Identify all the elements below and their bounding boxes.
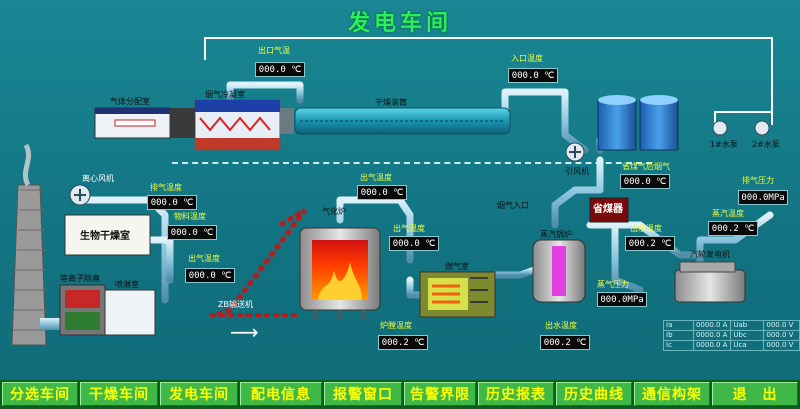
flue-inlet-label: 烟气入口 [497,201,529,210]
turbine-generator-label: 汽轮发电机 [690,250,730,259]
gasifier-side-value: 000.0 ℃ [389,236,439,251]
drying-drum-label: 干燥滚筒 [375,98,407,107]
outlet-water-temp-2-label: 出水温度 [545,321,577,330]
outlet-temp-1-value: 000.0 ℃ [185,268,235,283]
conveyor-label: ZB输送机 [218,300,253,309]
steam-temp-value: 000.2 ℃ [708,221,758,236]
economizer-label: 省煤器 [593,204,623,215]
gas-chamber-label: 燃气室 [445,262,469,271]
pipes [74,81,774,304]
nav-communication[interactable]: 通信构架 [634,382,710,406]
gas-distribution-room-label: 气体分配室 [110,97,150,106]
exhaust-temp-label: 排气温度 [150,183,182,192]
outlet-temp-label: 出口气温 [258,46,290,55]
nav-drying-workshop[interactable]: 干燥车间 [80,382,158,406]
outlet-temp-value: 000.0 ℃ [255,62,305,77]
pump-2-label: 2#水泵 [752,140,780,149]
return-line [204,37,773,125]
nav-sorting-workshop[interactable]: 分选车间 [2,382,78,406]
steam-pressure-label: 蒸气压力 [597,280,629,289]
steam-temp-label: 蒸汽温度 [712,209,744,218]
spray-room-label: 喷淋室 [115,280,139,289]
gasifier-label: 气化炉 [322,207,346,216]
nav-exit[interactable]: 退 出 [712,382,798,406]
boiler-bottom-value: 000.2 ℃ [540,335,590,350]
nav-alarm-limits[interactable]: 告警界限 [404,382,476,406]
economizer-flue-value: 000.0 ℃ [620,174,670,189]
nav-history-curve[interactable]: 历史曲线 [556,382,632,406]
water-tank-1 [597,99,637,151]
bio-drying-room [64,214,151,256]
nav-alarm-window[interactable]: 报警窗口 [324,382,402,406]
inlet-temp-label: 入口温度 [511,54,543,63]
direction-arrow-icon: ⟶ [230,320,259,344]
spray-room [104,289,156,336]
exhaust-temp-value: 000.0 ℃ [147,195,197,210]
nav-history-report[interactable]: 历史报表 [478,382,554,406]
chimney [11,184,47,346]
flue-gas-cooling-room-label: 烟气冷凝室 [205,90,245,99]
outlet-temp-2-label: 出气温度 [360,173,392,182]
conveyor [214,207,307,318]
pump-1 [712,120,728,136]
divider-line [172,162,652,164]
material-temp-label: 物料温度 [174,212,206,221]
material-temp-value: 000.0 ℃ [167,225,217,240]
economizer [589,197,629,223]
water-tank-2 [639,99,679,151]
outlet-water-value: 000.2 ℃ [625,236,675,251]
exhaust-pressure-value: 000.0MPa [738,190,788,205]
pump-1-label: 1#水泵 [710,140,738,149]
plasma-deodorizer-label: 等离子除臭 [60,274,100,283]
bio-drying-room-label: 生物干燥室 [80,231,130,242]
nav-bar: 分选车间 干燥车间 发电车间 配电信息 报警窗口 告警界限 历史报表 历史曲线 … [0,380,800,409]
centrifugal-fan-label: 离心风机 [82,174,114,183]
page-title: 发电车间 [347,10,452,36]
inlet-temp-value: 000.0 ℃ [508,68,558,83]
nav-power-distribution[interactable]: 配电信息 [240,382,322,406]
process-diagram [11,37,774,346]
furnace-temp-label: 炉膛温度 [380,321,412,330]
exhaust-pressure-label: 排气压力 [742,176,774,185]
pump-2 [754,120,770,136]
gasifier-outlet-value: 000.0 ℃ [357,185,407,200]
steam-boiler-label: 蒸汽锅炉 [540,230,572,239]
furnace-temp-value: 000.2 ℃ [378,335,428,350]
outlet-temp-1-label: 出气温度 [188,254,220,263]
turbine-generator [674,269,746,303]
economizer-flue-label: 省煤气后烟气 [622,162,670,171]
outlet-temp-3-label: 出气温度 [393,224,425,233]
steam-pressure-value: 000.0MPa [597,292,647,307]
pump-line [714,111,772,125]
outlet-water-temp-label: 出水温度 [630,224,662,233]
nav-power-workshop[interactable]: 发电车间 [160,382,238,406]
induced-fan-label: 引风机 [565,167,589,176]
